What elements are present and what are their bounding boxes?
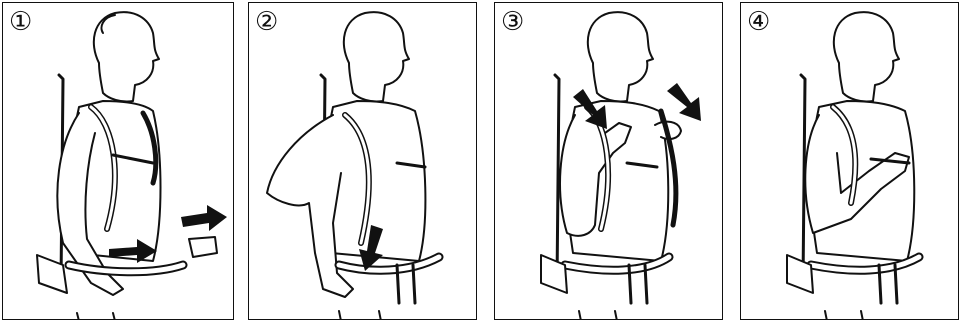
arrow-right-icon <box>3 3 234 320</box>
arrow-down-icon <box>495 3 723 320</box>
step-panel-1: ① <box>2 2 234 320</box>
step-panel-4: ④ <box>740 2 959 320</box>
person-wearing-backpack-illustration <box>741 3 959 320</box>
step-panel-2: ② <box>248 2 477 320</box>
arrow-down-icon <box>249 3 477 320</box>
step-panel-3: ③ <box>494 2 723 320</box>
